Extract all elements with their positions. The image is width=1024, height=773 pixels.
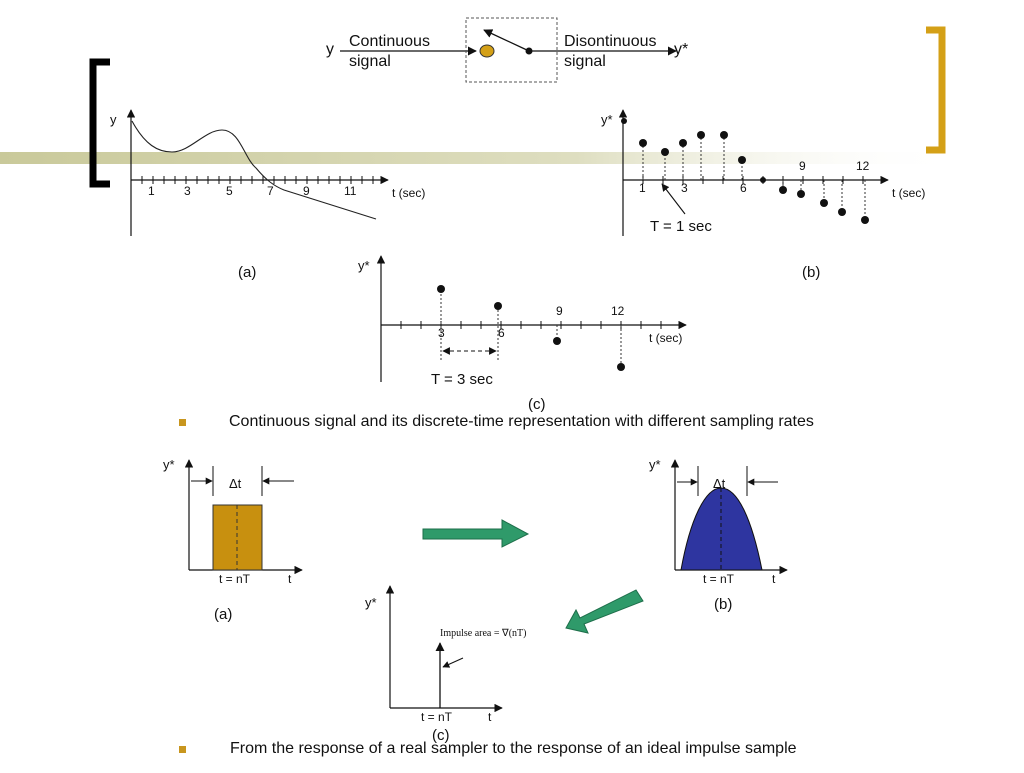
plot-b-caption: (b) [802,264,820,281]
plot-c-caption: (c) [528,396,546,413]
plot-b-tick-12: 12 [856,159,870,173]
plot-a-tick-1: 1 [148,184,155,198]
bullet-text-2: From the response of a real sampler to t… [230,740,797,757]
pulse-a-axis-label: t [288,572,292,586]
plot-b-tick-3: 3 [681,181,688,195]
plot-b-period-pointer [661,183,686,215]
plot-b: y* [601,109,925,281]
plot-a-tick-9: 9 [303,184,310,198]
pulse-c-ylabel: y* [365,595,377,610]
switch-box [465,17,558,83]
plot-b-sample-dots [621,118,869,224]
plot-b-samples [642,135,866,220]
plot-a-tick-5: 5 [226,184,233,198]
input-label-line1: Continuous [349,33,430,50]
bullet-text-1: Continuous signal and its discrete-time … [229,413,814,430]
pulse-a: y* Δt t = nT t (a) [163,457,303,623]
bell-shaped-pulse [680,487,763,571]
plot-c-tick-3: 3 [438,326,445,340]
pulse-a-t-label: t = nT [219,572,251,586]
pulse-b-t-label: t = nT [703,572,735,586]
left-bracket [89,58,110,188]
plot-a: y 1 3 5 7 9 [110,109,425,281]
plot-a-ylabel: y [110,112,117,127]
green-arrow-down-left [565,589,644,634]
pulse-b-caption: (b) [714,596,732,613]
pulse-c-caption: (c) [432,727,450,744]
plot-b-tick-9: 9 [799,159,806,173]
green-arrow-right [422,519,530,548]
plot-c-minor-ticks [400,321,662,329]
decorative-band [0,152,960,164]
plot-c-sample-dots [437,285,625,371]
plot-c-xlabel: t (sec) [649,331,682,345]
pulse-a-caption: (a) [214,606,232,623]
plot-a-tick-7: 7 [267,184,274,198]
right-bracket [926,26,946,154]
pulse-c-axis-label: t [488,710,492,724]
plot-c: y* 3 6 [358,255,687,413]
plot-a-caption: (a) [238,264,256,281]
output-label-line2: signal [564,53,606,70]
plot-a-tick-11: 11 [344,184,357,198]
pulse-b-width-label: Δt [713,476,726,491]
output-label-line1: Disontinuous [564,33,657,50]
pulse-c-t-label: t = nT [421,710,453,724]
input-var-label: y [326,41,334,58]
pulse-b: y* Δt t = nT t (b) [649,457,788,613]
plot-c-ylabel: y* [358,258,370,273]
switch-contact [479,44,495,58]
plot-a-tick-3: 3 [184,184,191,198]
continuous-signal-curve [131,120,377,220]
output-var-label: y* [674,41,688,58]
plot-b-ylabel: y* [601,112,613,127]
pulse-b-axis-label: t [772,572,776,586]
impulse-pointer [442,657,464,668]
bullet-marker-2 [179,746,186,753]
switch-arm [483,29,530,52]
pulse-b-ylabel: y* [649,457,661,472]
bullet-marker-1 [179,419,186,426]
plot-b-tick-6: 6 [740,181,747,195]
plot-c-samples [440,289,622,367]
input-label-line2: signal [349,53,391,70]
plot-a-minor-ticks [141,176,374,184]
plot-b-tick-1: 1 [639,181,646,195]
pulse-a-width-label: Δt [229,476,242,491]
plot-c-tick-12: 12 [611,304,625,318]
plot-a-xlabel: t (sec) [392,186,425,200]
impulse-area-label: Impulse area = ∇(nT) [440,628,526,639]
plot-c-tick-9: 9 [556,304,563,318]
plot-c-tick-6: 6 [498,326,505,340]
plot-c-period-label: T = 3 sec [431,371,493,388]
plot-b-xlabel: t (sec) [892,186,925,200]
sampler-diagram: y Continuous signal Disontinuous signal … [326,17,688,83]
pulse-a-ylabel: y* [163,457,175,472]
plot-b-period-label: T = 1 sec [650,218,712,235]
pulse-c: y* Impulse area = ∇(nT) t = nT t (c) [365,585,526,744]
